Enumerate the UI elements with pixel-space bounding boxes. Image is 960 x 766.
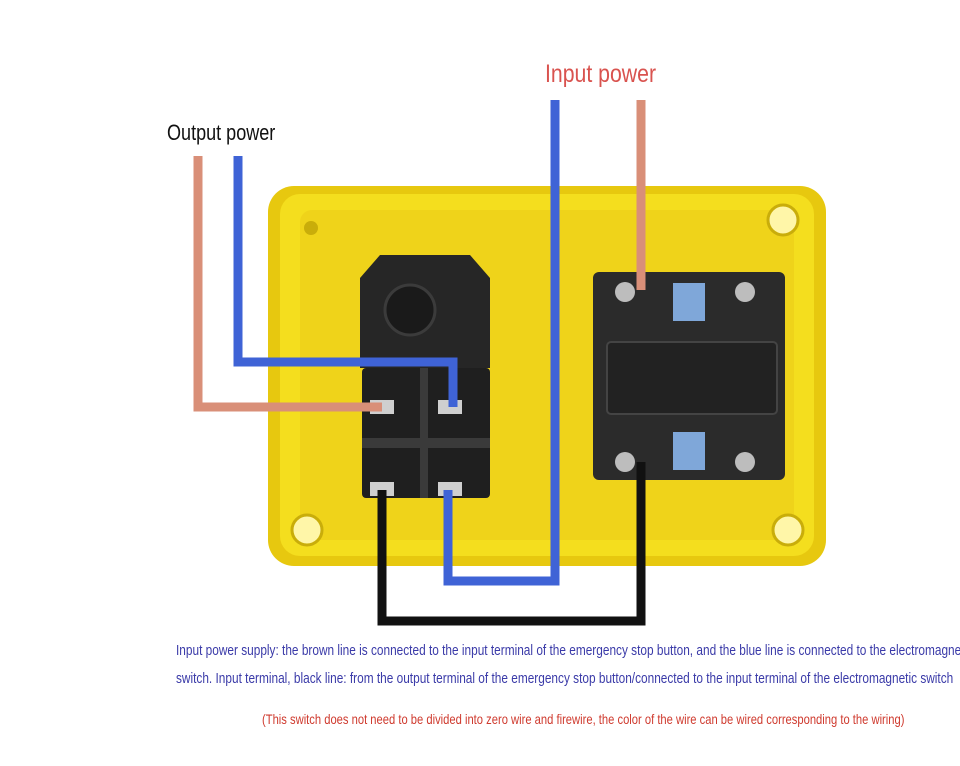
caption-line-2: switch. Input terminal, black line: from… <box>176 670 954 687</box>
output-blue-wire <box>233 156 458 407</box>
electromagnetic-switch <box>593 272 785 480</box>
output-brown-wire <box>193 156 382 412</box>
screw-hole-top-right <box>766 203 800 237</box>
switch-button-top <box>673 283 705 321</box>
input-blue-wire <box>443 100 560 586</box>
emergency-stop-button <box>360 255 490 498</box>
input-power-label: Input power <box>545 60 657 88</box>
screw-hole-bottom-left <box>290 513 324 547</box>
caption-note: (This switch does not need to be divided… <box>262 711 905 727</box>
switch-button-bottom <box>673 432 705 470</box>
terminal-in-bottom <box>370 482 394 496</box>
screw-hole-top-left <box>304 221 318 235</box>
caption-line-1: Input power supply: the brown line is co… <box>176 642 960 659</box>
output-power-label: Output power <box>167 120 276 145</box>
screw-hole-bottom-right <box>771 513 805 547</box>
black-jumper-wire <box>377 462 646 626</box>
